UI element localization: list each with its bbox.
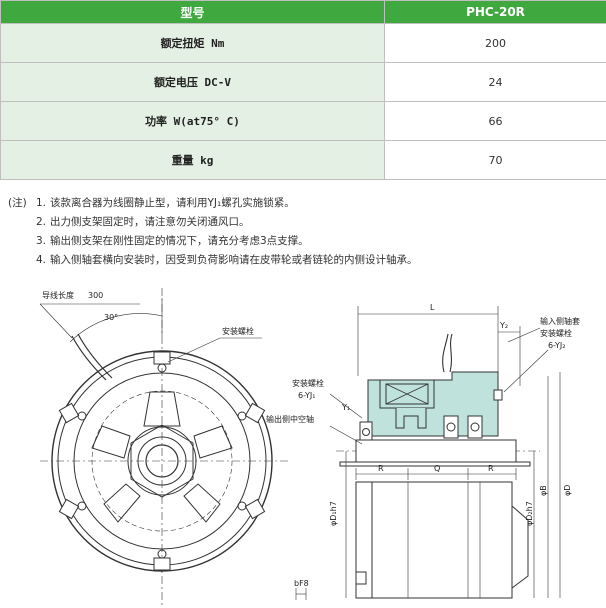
dim-L: L	[430, 303, 435, 312]
lead-length-value: 300	[88, 291, 103, 300]
note-item: (注) 1. 该款离合器为线圈静止型，请利用YJ₁螺孔实施锁紧。	[8, 194, 604, 213]
note-text: 该款离合器为线圈静止型，请利用YJ₁螺孔实施锁紧。	[50, 197, 295, 209]
input-sleeve-label: 输入侧轴套	[540, 316, 580, 326]
mount-bolt-left-label: 安装螺栓	[292, 378, 324, 388]
row-value-torque: 200	[384, 23, 606, 63]
row-value-power: 66	[384, 101, 606, 141]
output-hollow-shaft-label: 输出侧中空轴	[266, 414, 314, 424]
dim-D2: φD₂h7	[525, 501, 534, 526]
note-text: 输入侧轴套横向安装时，因受到负荷影响请在皮带轮或者链轮的内侧设计轴承。	[50, 254, 418, 266]
yj1-label: 6-YJ₁	[298, 391, 315, 400]
mount-bolt-side-label: 安装螺栓	[540, 328, 572, 338]
angle-label: 30°	[104, 313, 118, 322]
note-item: 2. 出力侧支架固定时，请注意勿关闭通风口。	[8, 213, 604, 232]
dim-Y2: Y₂	[499, 321, 508, 330]
dim-Q: Q	[434, 464, 440, 473]
dim-D: φD	[563, 485, 572, 496]
side-view	[295, 306, 561, 600]
row-value-weight: 70	[384, 140, 606, 180]
dim-R-right: R	[488, 464, 494, 473]
table-header-row: 型号 PHC-20R	[0, 0, 606, 24]
dim-B: φB	[539, 485, 548, 496]
technical-drawing: 导线长度 300 30° 安装螺栓	[39, 288, 580, 606]
table-row: 额定扭矩 Nm 200	[0, 23, 606, 63]
dim-R-left: R	[378, 464, 384, 473]
row-label-power: 功率 W(at75° C)	[0, 101, 385, 141]
note-text: 输出侧支架在刚性固定的情况下，请充分考虑3点支撑。	[50, 235, 309, 247]
table-row: 额定电压 DC-V 24	[0, 62, 606, 102]
yj2-label: 6-YJ₂	[548, 341, 565, 350]
row-label-voltage: 额定电压 DC-V	[0, 62, 385, 102]
note-item: 3. 输出侧支架在刚性固定的情况下，请充分考虑3点支撑。	[8, 232, 604, 251]
note-text: 出力侧支架固定时，请注意勿关闭通风口。	[50, 216, 250, 228]
dim-D1: φD₁h7	[329, 501, 338, 526]
header-model-label: 型号	[0, 0, 385, 24]
front-view	[39, 288, 290, 606]
note-item: 4. 输入侧轴套横向安装时，因受到负荷影响请在皮带轮或者链轮的内侧设计轴承。	[8, 251, 604, 270]
row-value-voltage: 24	[384, 62, 606, 102]
mount-bolt-front-label: 安装螺栓	[222, 326, 254, 336]
header-model-value: PHC-20R	[384, 0, 606, 24]
row-label-torque: 额定扭矩 Nm	[0, 23, 385, 63]
dim-Y1: Y₁	[341, 403, 350, 412]
notes-prefix: (注)	[8, 197, 27, 209]
table-row: 功率 W(at75° C) 66	[0, 101, 606, 141]
row-label-weight: 重量 kg	[0, 140, 385, 180]
notes-block: (注) 1. 该款离合器为线圈静止型，请利用YJ₁螺孔实施锁紧。 2. 出力侧支…	[8, 194, 604, 270]
lead-length-label: 导线长度	[42, 290, 74, 300]
table-row: 重量 kg 70	[0, 140, 606, 180]
spec-table: 型号 PHC-20R 额定扭矩 Nm 200 额定电压 DC-V 24 功率 W…	[0, 0, 606, 180]
dim-bf: bF8	[294, 579, 309, 588]
